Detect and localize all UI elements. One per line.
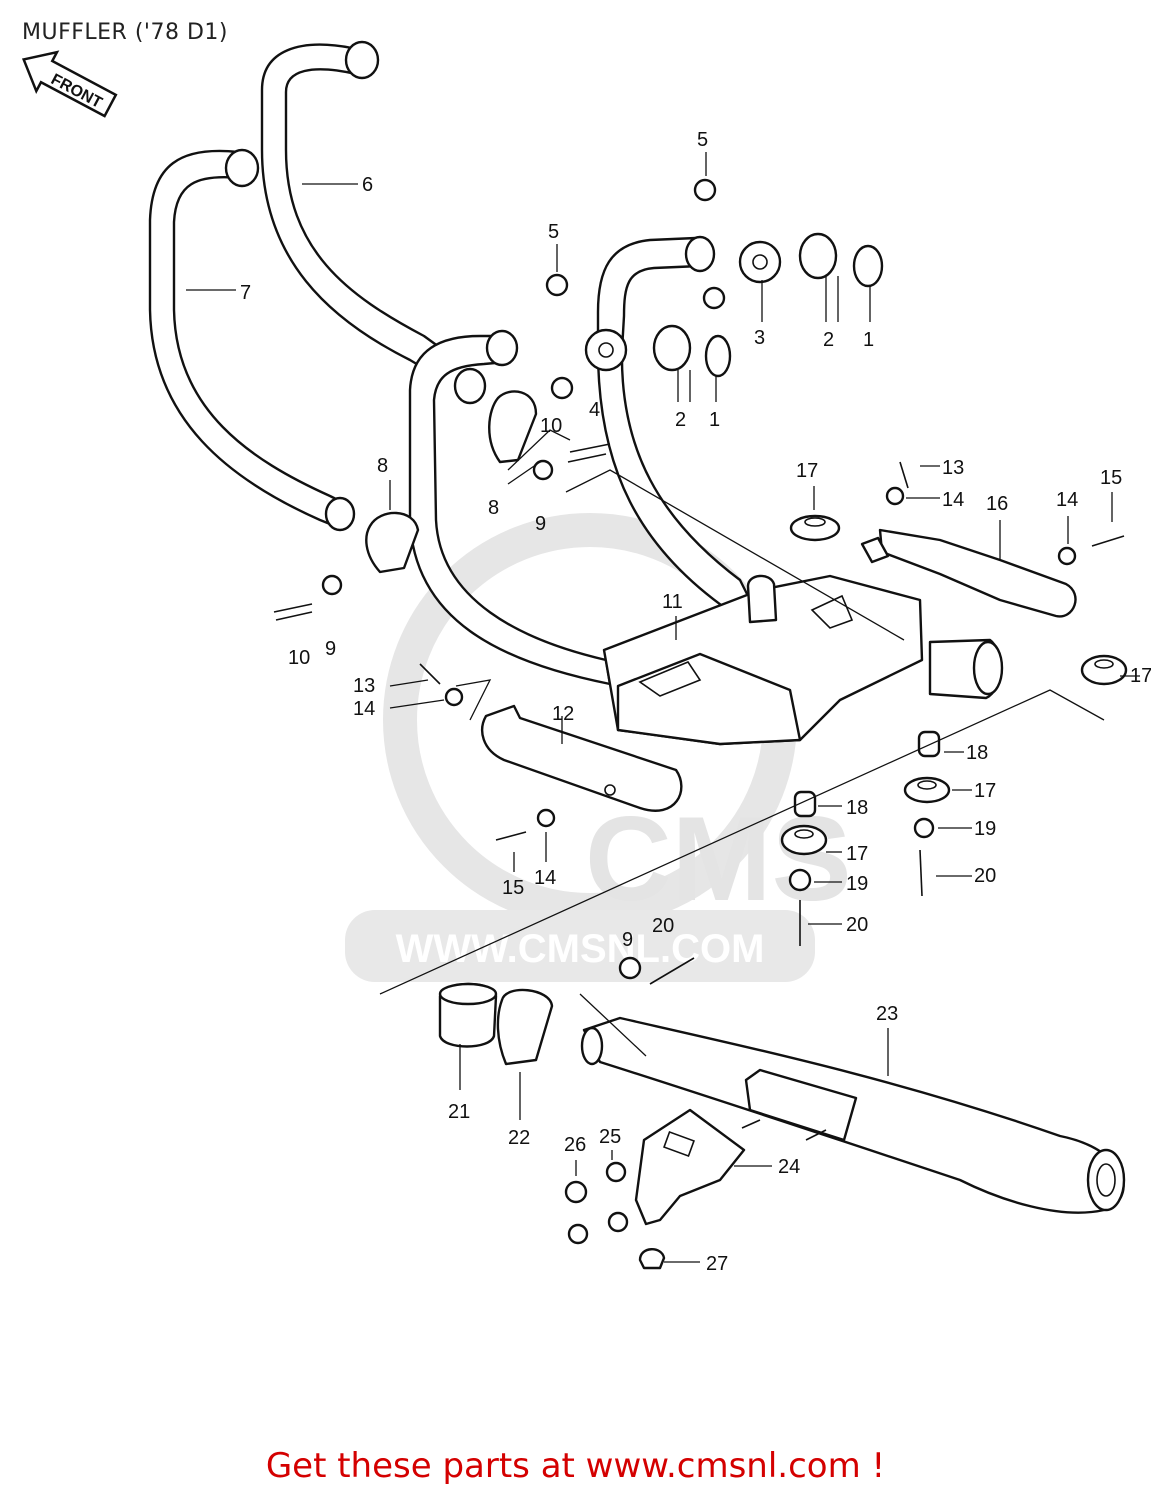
fastener-icons	[273, 178, 1125, 1270]
callout-13: 13	[942, 457, 964, 479]
callout-9: 9	[325, 638, 336, 660]
callout-27: 27	[706, 1253, 728, 1275]
callout-16: 16	[986, 493, 1008, 515]
callout-18: 18	[846, 797, 868, 819]
callout-14: 14	[942, 489, 964, 511]
callout-8: 8	[488, 497, 499, 519]
callout-10: 10	[540, 415, 562, 437]
callout-25: 25	[599, 1126, 621, 1148]
callout-21: 21	[448, 1101, 470, 1123]
collector-chamber-11	[602, 574, 1004, 746]
footer-link[interactable]: Get these parts at www.cmsnl.com !	[265, 1446, 886, 1486]
callout-10: 10	[288, 647, 310, 669]
callout-8: 8	[377, 455, 388, 477]
callout-1: 1	[709, 409, 720, 431]
callout-9: 9	[535, 513, 546, 535]
callout-17: 17	[974, 780, 996, 802]
callout-14: 14	[1056, 489, 1078, 511]
callout-20: 20	[846, 914, 868, 936]
diagram-title: MUFFLER ('78 D1)	[22, 20, 228, 45]
callout-19: 19	[846, 873, 868, 895]
callout-11: 11	[662, 591, 683, 613]
callout-15: 15	[1100, 467, 1122, 489]
callout-2: 2	[823, 329, 834, 351]
gasket-21	[438, 982, 498, 1048]
exhaust-pipe-7	[148, 148, 356, 532]
callout-23: 23	[876, 1003, 898, 1025]
callout-26: 26	[564, 1134, 586, 1156]
callout-7: 7	[240, 282, 251, 304]
callout-19: 19	[974, 818, 996, 840]
callout-24: 24	[778, 1156, 800, 1178]
callout-9: 9	[622, 929, 633, 951]
flange-icons	[584, 232, 884, 378]
callout-2: 2	[675, 409, 686, 431]
collar-icons	[793, 730, 941, 818]
rubber-mount-icons	[780, 514, 1128, 856]
bracket-24	[634, 1108, 746, 1226]
callout-3: 3	[754, 327, 765, 349]
leader-lines	[186, 152, 1140, 1263]
watermark-url: WWW.CMSNL.COM	[396, 927, 765, 971]
callout-17: 17	[796, 460, 818, 482]
callout-12: 12	[552, 703, 574, 725]
heat-guard-16	[860, 528, 1077, 618]
callout-20: 20	[652, 915, 674, 937]
callout-13: 13	[353, 675, 375, 697]
callout-5: 5	[697, 129, 708, 151]
callout-20: 20	[974, 865, 996, 887]
callout-18: 18	[966, 742, 988, 764]
callout-14: 14	[353, 698, 375, 720]
front-arrow-icon: FRONT	[21, 50, 118, 118]
callout-labels: 5 6 7 5 3 2 1 4 2 1 10 8 9 8 17 13 14 16…	[240, 129, 1151, 1275]
callout-4: 4	[589, 399, 600, 421]
exhaust-pipe-6	[260, 40, 448, 374]
clamp-22	[496, 988, 554, 1066]
callout-6: 6	[362, 174, 373, 196]
heat-guard-12	[481, 704, 683, 812]
callout-1: 1	[863, 329, 874, 351]
callout-14: 14	[534, 867, 556, 889]
callout-17: 17	[1130, 665, 1151, 687]
callout-22: 22	[508, 1127, 530, 1149]
callout-5: 5	[548, 221, 559, 243]
muffler-23	[580, 1016, 1126, 1214]
callout-15: 15	[502, 877, 524, 899]
callout-17: 17	[846, 843, 868, 865]
exhaust-pipe-rear	[408, 235, 752, 686]
